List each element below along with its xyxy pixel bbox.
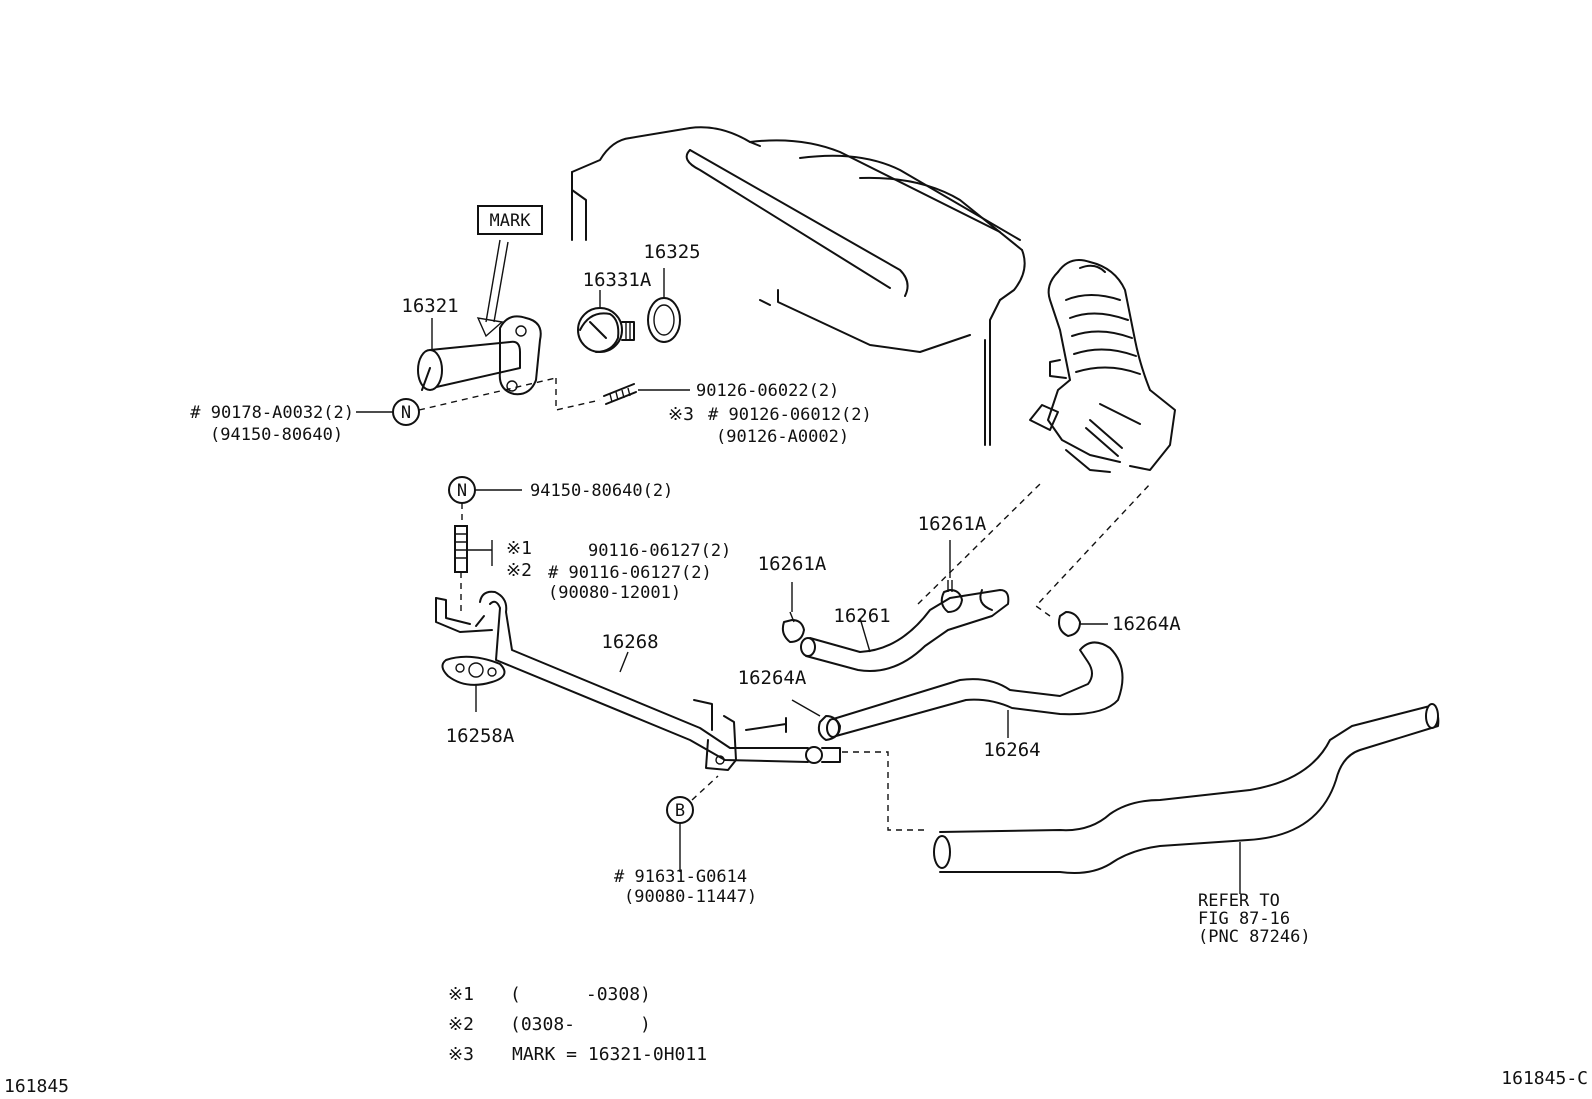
clamp-16264A-left bbox=[791, 699, 841, 741]
nut-callout-lower: N bbox=[448, 476, 522, 526]
footnotes: ※1 ( -0308) ※2 (0308- ) ※3 MARK = 16321-… bbox=[448, 984, 707, 1065]
engine-outline bbox=[571, 126, 1026, 446]
callout-refer-3: (PNC 87246) bbox=[1198, 927, 1311, 947]
clamp-16261A-left bbox=[781, 582, 805, 643]
callout-nut-upper-2: (94150-80640) bbox=[210, 425, 343, 445]
gasket-16258A bbox=[441, 655, 506, 712]
callout-stud-lower-mark2: ※2 bbox=[506, 560, 532, 581]
hose-16261 bbox=[800, 589, 1010, 672]
callout-stud-upper-2: # 90126-06012(2) bbox=[708, 405, 872, 425]
note-1-mark: ※1 bbox=[448, 984, 474, 1005]
note-3-text: MARK = 16321-0H011 bbox=[512, 1044, 707, 1065]
clamp-16261A-right bbox=[917, 483, 1041, 613]
bolt-callout-b: B bbox=[666, 775, 719, 872]
callout-refer-2: FIG 87-16 bbox=[1198, 909, 1290, 929]
note-3-mark: ※3 bbox=[448, 1044, 474, 1065]
callout-stud-lower-1: 90116-06127(2) bbox=[588, 541, 731, 561]
circle-letter-n-lower: N bbox=[457, 481, 467, 501]
note-2-mark: ※2 bbox=[448, 1014, 474, 1035]
label-16261A-right: 16261A bbox=[918, 513, 987, 535]
stud-upper bbox=[603, 383, 690, 405]
label-16264: 16264 bbox=[983, 739, 1040, 761]
air-duct-housing bbox=[1029, 259, 1176, 473]
callout-bolt-2: (90080-11447) bbox=[624, 887, 757, 907]
label-16268: 16268 bbox=[601, 631, 658, 653]
note-1-text: ( -0308) bbox=[510, 984, 651, 1005]
callout-stud-lower-3: (90080-12001) bbox=[548, 583, 681, 603]
gasket-16325 bbox=[647, 268, 681, 343]
nut-callout-upper: N bbox=[356, 377, 601, 426]
mark-indicator: MARK bbox=[476, 205, 543, 338]
callout-stud-upper-3: (90126-A0002) bbox=[716, 427, 849, 447]
stud-lower bbox=[454, 525, 493, 612]
callout-texts: # 90178-A0032(2) (94150-80640) 90126-060… bbox=[190, 381, 1310, 947]
label-16258A: 16258A bbox=[446, 725, 515, 747]
callout-stud-lower-mark1: ※1 bbox=[506, 538, 532, 559]
label-16264A-left: 16264A bbox=[738, 667, 807, 689]
note-2-text: (0308- ) bbox=[510, 1014, 651, 1035]
callout-stud-upper-1: 90126-06022(2) bbox=[696, 381, 839, 401]
large-hose-refer bbox=[933, 703, 1440, 894]
callout-nut-lower: 94150-80640(2) bbox=[530, 481, 673, 501]
figure-code-left: 161845 bbox=[4, 1076, 69, 1097]
label-16325: 16325 bbox=[643, 241, 700, 263]
water-inlet-16321 bbox=[417, 315, 542, 396]
label-16264A-right: 16264A bbox=[1112, 613, 1181, 635]
mark-box-label: MARK bbox=[490, 211, 532, 231]
label-16321: 16321 bbox=[401, 295, 458, 317]
callout-refer-1: REFER TO bbox=[1198, 891, 1280, 911]
label-16261: 16261 bbox=[833, 605, 890, 627]
callout-stud-lower-2: # 90116-06127(2) bbox=[548, 563, 712, 583]
part-labels: 16321 16331A 16325 16261A 16261A 16261 1… bbox=[401, 241, 1181, 761]
clamp-16264A-right bbox=[1034, 483, 1151, 637]
callout-stud-upper-mark: ※3 bbox=[668, 404, 694, 425]
circle-letter-n-upper: N bbox=[401, 403, 411, 423]
figure-code-right: 161845-C bbox=[1501, 1068, 1588, 1089]
label-16261A-left: 16261A bbox=[758, 553, 827, 575]
callout-bolt-1: # 91631-G0614 bbox=[614, 867, 747, 887]
label-16331A: 16331A bbox=[583, 269, 652, 291]
circle-letter-b: B bbox=[675, 801, 685, 821]
thermostat-16331A bbox=[577, 290, 635, 353]
callout-nut-upper-1: # 90178-A0032(2) bbox=[190, 403, 354, 423]
water-pipe-16268 bbox=[435, 590, 928, 831]
hose-16264 bbox=[826, 641, 1124, 738]
